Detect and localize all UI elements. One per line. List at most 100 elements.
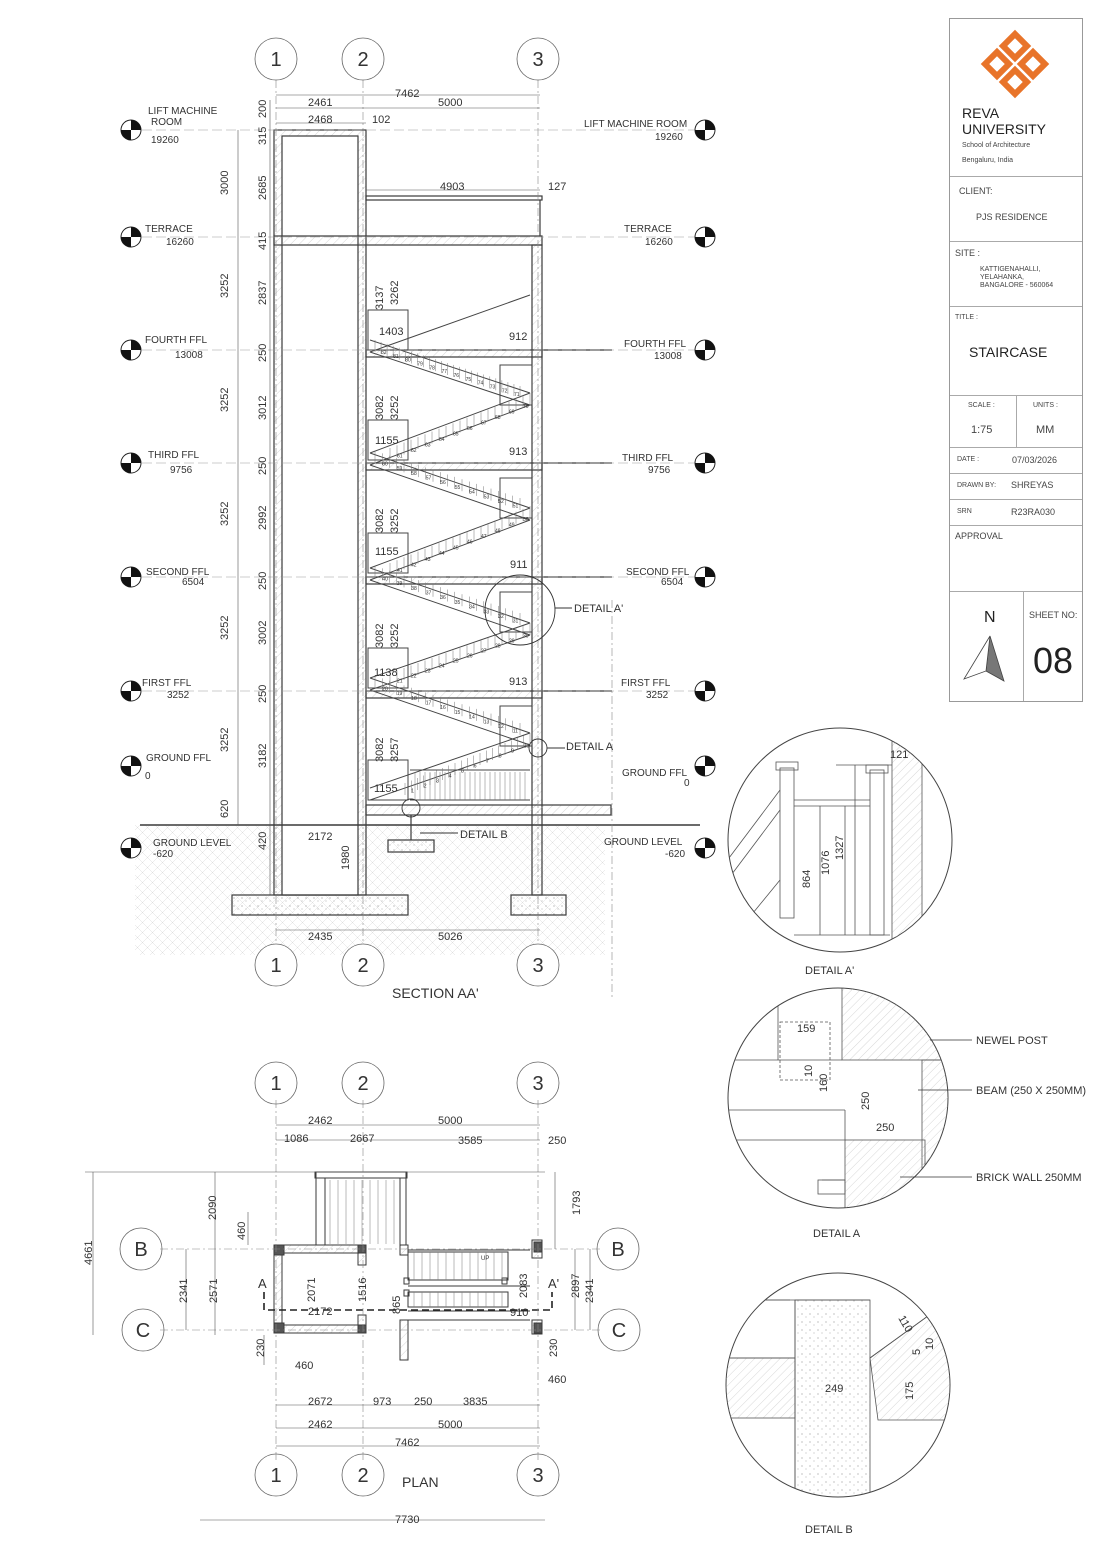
detail-a-dim-159: 159 <box>797 1023 815 1035</box>
level-marker-icon <box>120 680 142 702</box>
plan-dim-2571: 2571 <box>208 1279 220 1303</box>
dim-vertical-outer: 3252 <box>219 502 231 526</box>
level-marker-icon <box>120 566 142 588</box>
site-value: KATTIGENAHALLI, YELAHANKA, BANGALORE - 5… <box>980 266 1054 289</box>
tread-number: 58 <box>411 471 417 477</box>
level-right-terrace-value: 16260 <box>645 237 673 248</box>
detail-a-dim-250v: 250 <box>860 1092 872 1110</box>
tread-number: 64 <box>439 437 445 443</box>
tread-number: 60 <box>382 461 388 467</box>
level-left-gl: GROUND LEVEL <box>153 838 232 849</box>
grid-bubble-label: C <box>136 1320 150 1342</box>
level-left-first: FIRST FFL <box>142 678 192 689</box>
level-marker-icon <box>120 339 142 361</box>
plan-dim-865: 865 <box>391 1296 403 1314</box>
detail-b-marker[interactable] <box>401 798 421 818</box>
plan-dim-7462: 7462 <box>395 1437 419 1449</box>
plan-dim-1516: 1516 <box>357 1278 369 1302</box>
date-label: DATE : <box>957 456 980 463</box>
level-left-terrace: TERRACE <box>145 224 193 235</box>
grid-bubble-label: B <box>134 1239 147 1261</box>
tread-number: 1 <box>411 789 414 795</box>
grid-bubble-1: 1 <box>254 1061 298 1105</box>
level-marker-icon <box>120 755 142 777</box>
grid-bubble-label: 2 <box>357 49 368 71</box>
tread-number: 54 <box>469 490 475 496</box>
stair-height-dim: 3252 <box>389 509 401 533</box>
drawn-value: SHREYAS <box>1011 480 1054 490</box>
tread-number: 72 <box>502 388 508 394</box>
detail-a-dim-250h: 250 <box>876 1122 894 1134</box>
level-left-first-value: 3252 <box>167 690 190 701</box>
school-name: School of Architecture <box>962 142 1031 149</box>
tread-number: 71 <box>514 392 520 398</box>
level-right-lmr: LIFT MACHINE ROOM <box>584 119 687 130</box>
dim-vertical-inner: 3012 <box>257 396 269 420</box>
level-marker-icon <box>694 837 716 859</box>
stair-height-dim: 3257 <box>389 738 401 762</box>
tread-number: 43 <box>425 557 431 563</box>
tread-number: 16 <box>440 705 446 711</box>
landing-width-dim: 913 <box>509 676 527 688</box>
tread-number: 75 <box>466 377 472 383</box>
dim-vertical-outer: 620 <box>219 800 231 818</box>
plan-dim-2672: 2672 <box>308 1396 332 1408</box>
grid-bubble-label: 3 <box>532 49 543 71</box>
tread-number: 57 <box>426 475 432 481</box>
school-city: Bengaluru, India <box>962 157 1013 164</box>
level-left-lmr-name2: ROOM <box>151 117 182 128</box>
tread-number: 23 <box>425 669 431 675</box>
grid-bubble-label: 3 <box>532 1465 543 1487</box>
tread-number: 66 <box>467 426 473 432</box>
plan-dim-910: 910 <box>510 1307 528 1319</box>
plan-dim-460-right: 460 <box>548 1374 566 1386</box>
srn-label: SRN <box>957 508 972 515</box>
dim-1980: 1980 <box>340 846 352 870</box>
plan-dim-1086: 1086 <box>284 1133 308 1145</box>
tread-number: 50 <box>523 517 529 523</box>
slab-terrace <box>273 235 543 246</box>
level-left-fourth: FOURTH FFL <box>145 335 207 346</box>
approval-label: APPROVAL <box>955 531 1003 541</box>
grid-bubble-1: 1 <box>254 943 298 987</box>
tread-number: 30 <box>523 634 529 640</box>
srn-value: R23RA030 <box>1011 507 1056 517</box>
date-value: 07/03/2026 <box>1012 455 1058 465</box>
level-marker-icon <box>694 680 716 702</box>
level-right-ground-value: 0 <box>684 778 690 789</box>
detail-a-prime-dim-1076: 1076 <box>820 851 832 875</box>
site-label: SITE : <box>955 248 981 258</box>
tread-number: 27 <box>481 649 487 655</box>
tread-number: 56 <box>440 480 446 486</box>
tread-number: 29 <box>509 639 515 645</box>
landing-width-dim: 1403 <box>379 326 403 338</box>
tread-number: 74 <box>478 381 484 387</box>
level-right-fourth-value: 13008 <box>654 351 682 362</box>
tread-number: 41 <box>397 568 403 574</box>
plan-dim-230-right: 230 <box>548 1339 560 1357</box>
grid-bubble-3: 3 <box>516 37 560 81</box>
detail-b-ref: DETAIL B <box>460 829 508 841</box>
level-right-third: THIRD FFL <box>622 453 674 464</box>
tread-number: 49 <box>509 523 515 529</box>
detail-a-prime-marker[interactable] <box>484 574 556 646</box>
detail-a-dim-160: 160 <box>818 1074 830 1092</box>
plan-dim-5000-bottom: 5000 <box>438 1419 462 1431</box>
tread-number: 39 <box>397 581 403 587</box>
tread-number: 18 <box>411 696 417 702</box>
tread-number: 32 <box>498 614 504 620</box>
level-right-ground: GROUND FFL <box>622 768 687 779</box>
plan-dim-460: 460 <box>236 1222 248 1240</box>
tread-number: 42 <box>411 562 417 568</box>
dim-vertical-outer: 3252 <box>219 388 231 412</box>
tread-number: 44 <box>439 551 445 557</box>
level-marker-icon <box>694 339 716 361</box>
level-left-second: SECOND FFL <box>146 567 210 578</box>
grid-bubble-2: 2 <box>341 37 385 81</box>
dim-vertical-inner: 415 <box>257 232 269 250</box>
level-left-third-value: 9756 <box>170 465 193 476</box>
dim-vertical-outer: 3252 <box>219 274 231 298</box>
level-left-second-value: 6504 <box>182 577 205 588</box>
tread-number: 5 <box>461 769 464 775</box>
